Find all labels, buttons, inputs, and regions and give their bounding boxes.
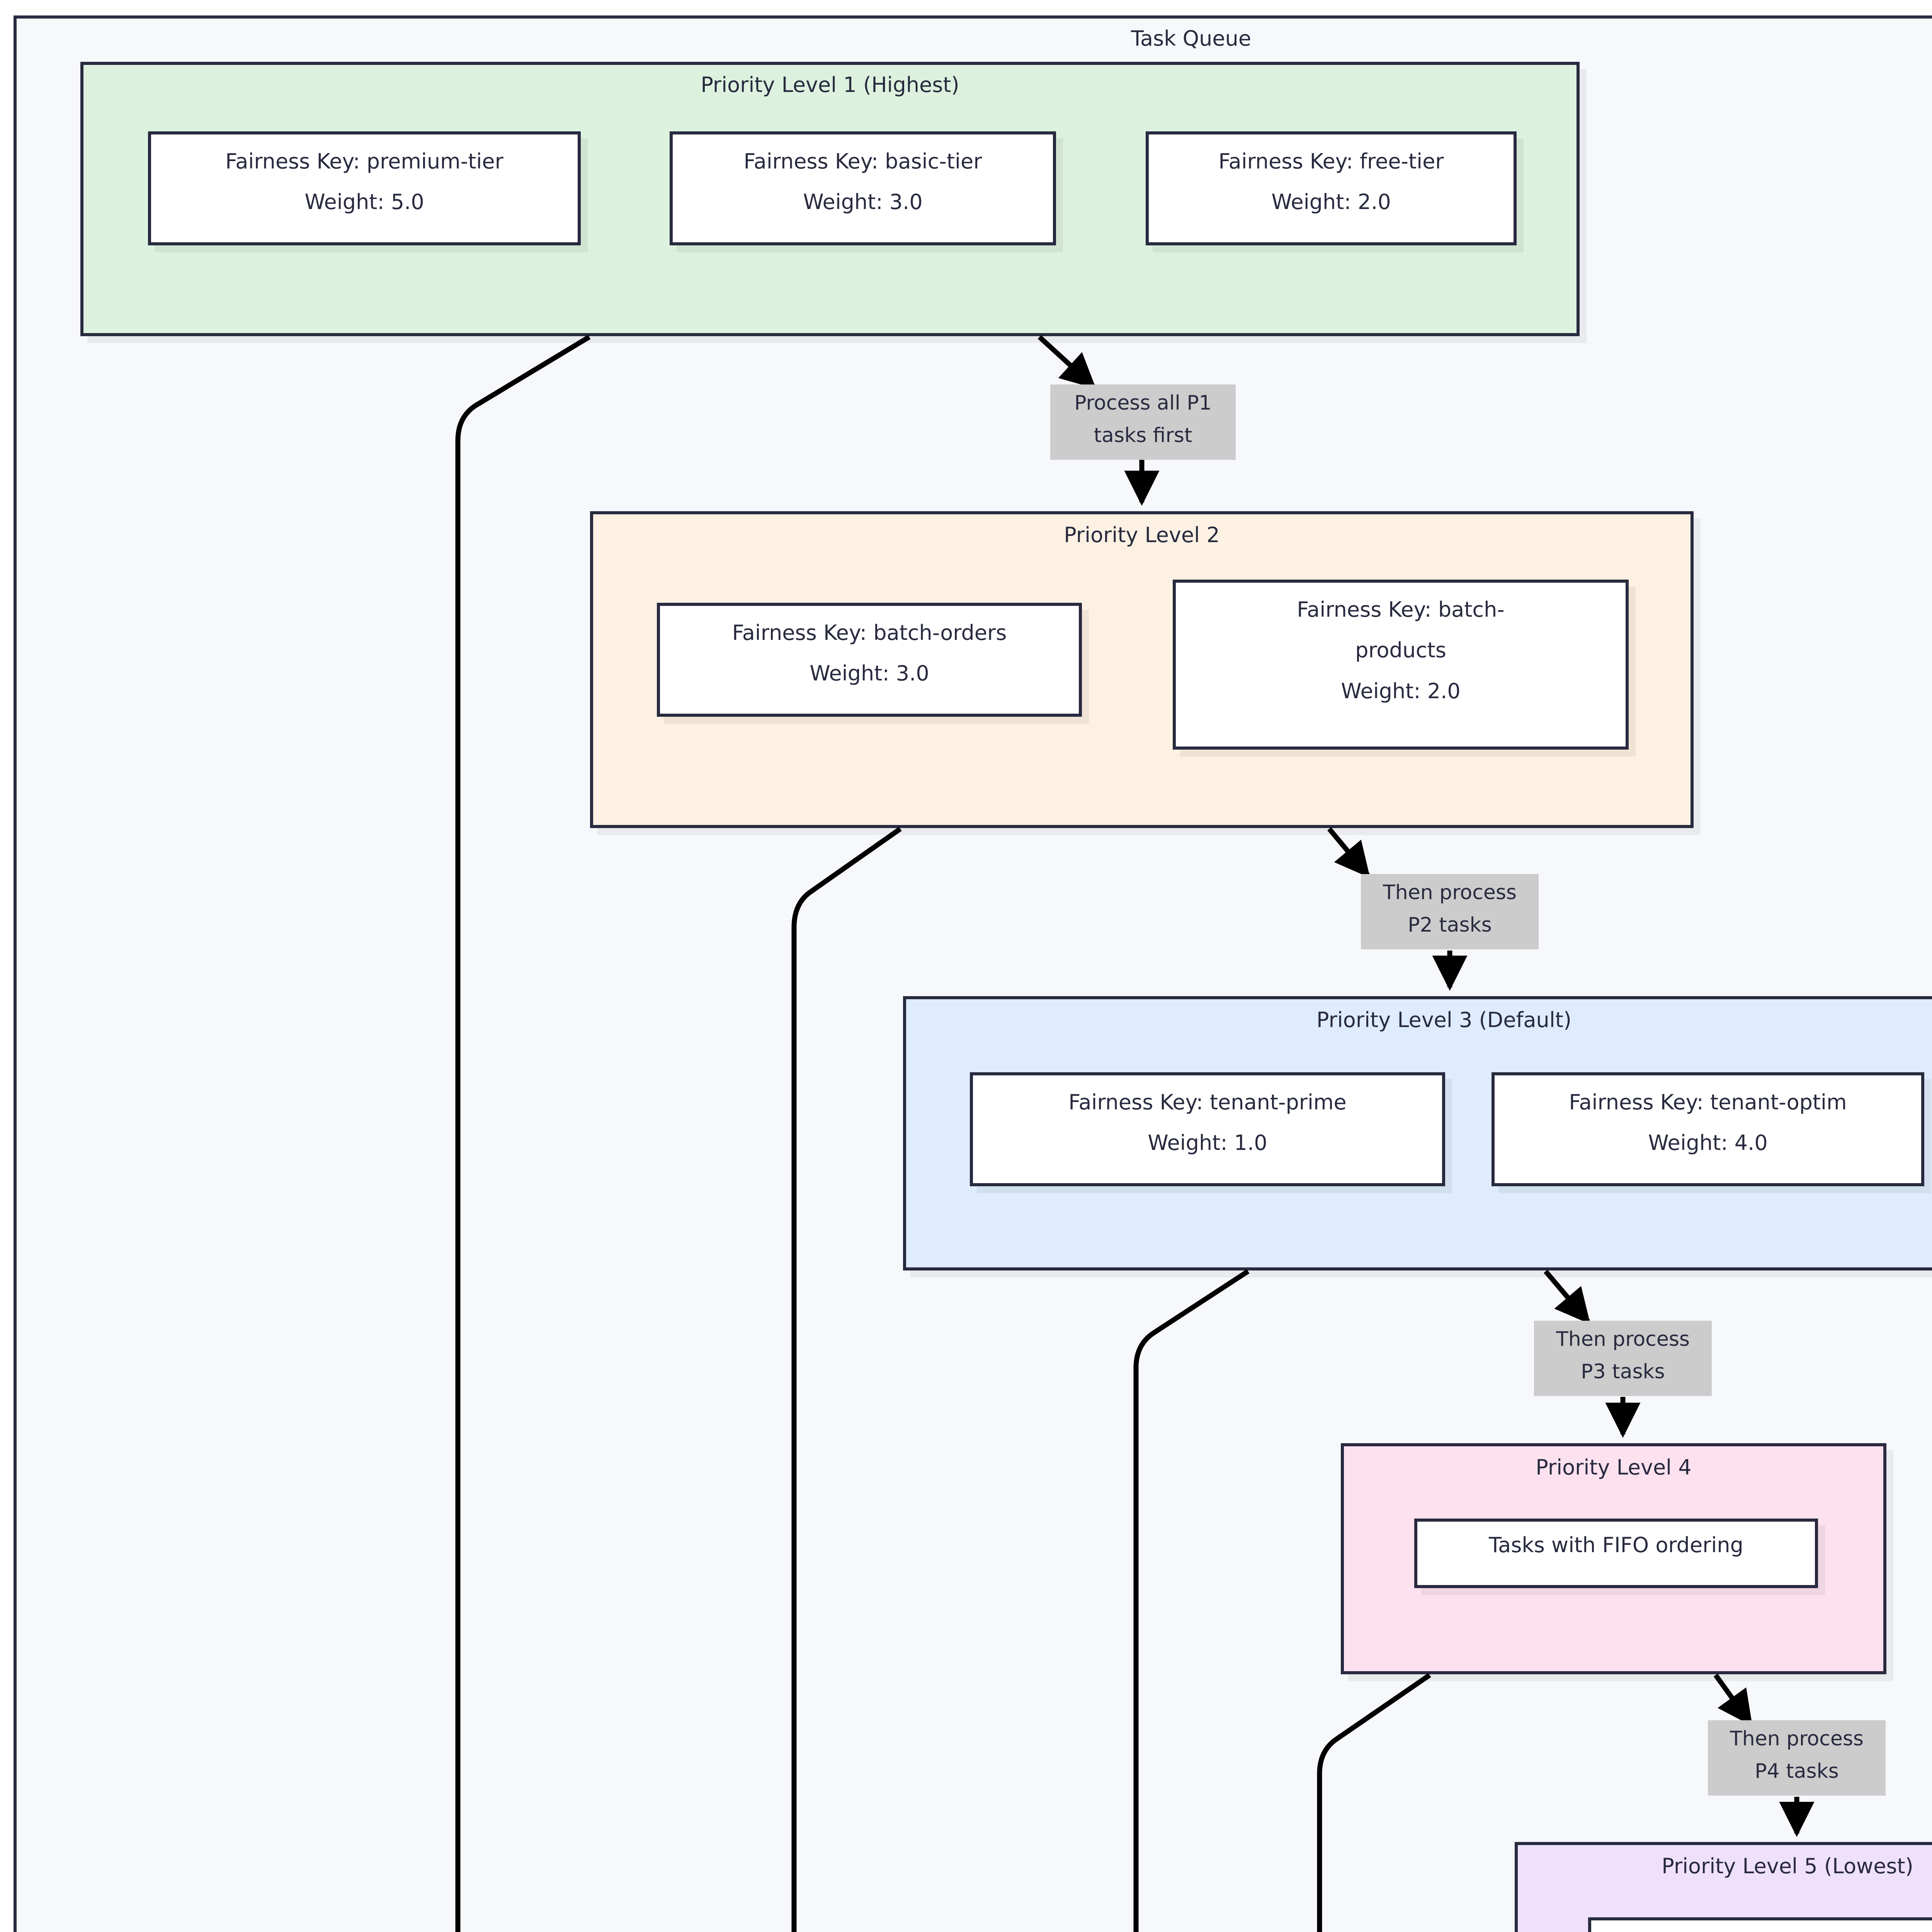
node-p4-fifo-text: Tasks with FIFO ordering — [1414, 1535, 1818, 1556]
edge-label-p1-to-p2: Process all P1 tasks first — [1050, 384, 1236, 460]
cluster-priority-level-5-title: Priority Level 5 (Lowest) — [1662, 1854, 1913, 1878]
node-p4-fifo[interactable] — [1414, 1519, 1818, 1588]
node-text-line: Weight: 2.0 — [1341, 679, 1461, 703]
edge-label-line: Then process — [1556, 1328, 1690, 1351]
node-p1-basic-tier[interactable] — [670, 131, 1056, 245]
node-text-line: Fairness Key: free-tier — [1218, 149, 1444, 173]
node-text-line: Fairness Key: batch- — [1297, 597, 1505, 622]
edge-p4-to-workers — [1317, 1673, 1431, 1932]
node-p1-free-tier-text: Fairness Key: free-tier Weight: 2.0 — [1146, 141, 1517, 223]
node-text-line: products — [1355, 638, 1446, 663]
edge-label-line: P4 tasks — [1755, 1760, 1839, 1783]
edge-p4-to-p5 — [1713, 1673, 1753, 1726]
node-p3-tenant-prime-text: Fairness Key: tenant-prime Weight: 1.0 — [970, 1082, 1445, 1163]
edge-label-p4-to-p5: Then process P4 tasks — [1708, 1720, 1886, 1796]
node-p2-batch-orders-text: Fairness Key: batch-orders Weight: 3.0 — [657, 612, 1082, 694]
edge-label-p2-to-p3: Then process P2 tasks — [1361, 874, 1539, 949]
node-p1-premium-tier-text: Fairness Key: premium-tier Weight: 5.0 — [148, 141, 581, 223]
node-p1-basic-tier-text: Fairness Key: basic-tier Weight: 3.0 — [670, 141, 1056, 223]
node-text-line: Weight: 4.0 — [1648, 1131, 1768, 1155]
edge-p2-to-p3 — [1327, 827, 1370, 878]
node-text-line: Fairness Key: tenant-optim — [1569, 1090, 1847, 1114]
edge-p1-to-workers — [455, 335, 591, 1932]
edge-p2-to-workers — [791, 827, 902, 1932]
node-text-line: Fairness Key: premium-tier — [225, 149, 503, 173]
edge-label-line: Then process — [1383, 881, 1517, 904]
edge-label-line: P3 tasks — [1581, 1360, 1665, 1384]
edge-p3-to-p4 — [1544, 1269, 1590, 1324]
node-p3-tenant-optim-text: Fairness Key: tenant-optim Weight: 4.0 — [1492, 1082, 1924, 1163]
node-p2-batch-orders[interactable] — [657, 603, 1082, 717]
node-p3-tenant-optim[interactable] — [1492, 1072, 1924, 1186]
cluster-priority-level-1-title: Priority Level 1 (Highest) — [701, 73, 959, 97]
node-p1-free-tier[interactable] — [1146, 131, 1517, 245]
cluster-task-queue-title: Task Queue — [1131, 26, 1252, 51]
node-p1-premium-tier[interactable] — [148, 131, 581, 245]
node-p5-fifo[interactable] — [1588, 1917, 1932, 1932]
edge-p1-to-p2 — [1037, 335, 1096, 389]
edge-label-p3-to-p4: Then process P3 tasks — [1534, 1321, 1712, 1396]
node-text-line: Fairness Key: basic-tier — [743, 149, 982, 173]
node-text-line: Fairness Key: batch-orders — [732, 621, 1007, 645]
edge-label-line: Then process — [1730, 1727, 1864, 1750]
cluster-priority-level-3-title: Priority Level 3 (Default) — [1316, 1008, 1572, 1032]
node-p2-batch-products[interactable] — [1173, 580, 1629, 750]
cluster-priority-level-2-title: Priority Level 2 — [1064, 523, 1220, 547]
node-text-line: Weight: 5.0 — [304, 190, 424, 214]
node-text-line: Weight: 3.0 — [803, 190, 923, 214]
edge-p3-to-workers — [1133, 1269, 1250, 1932]
edge-label-line: P2 tasks — [1408, 913, 1492, 937]
node-p2-batch-products-text: Fairness Key: batch- products Weight: 2.… — [1173, 589, 1629, 711]
edge-label-line: Process all P1 — [1074, 391, 1212, 415]
edge-label-line: tasks first — [1094, 424, 1192, 447]
node-text-line: Fairness Key: tenant-prime — [1068, 1090, 1347, 1114]
node-text-line: Weight: 2.0 — [1271, 190, 1391, 214]
cluster-priority-level-5 — [1515, 1842, 1932, 1932]
node-p3-tenant-prime[interactable] — [970, 1072, 1445, 1186]
cluster-priority-level-4-title: Priority Level 4 — [1536, 1455, 1692, 1480]
node-text-line: Weight: 1.0 — [1148, 1131, 1267, 1155]
node-text-line: Weight: 3.0 — [810, 661, 929, 686]
node-text-line: Tasks with FIFO ordering — [1489, 1533, 1743, 1557]
